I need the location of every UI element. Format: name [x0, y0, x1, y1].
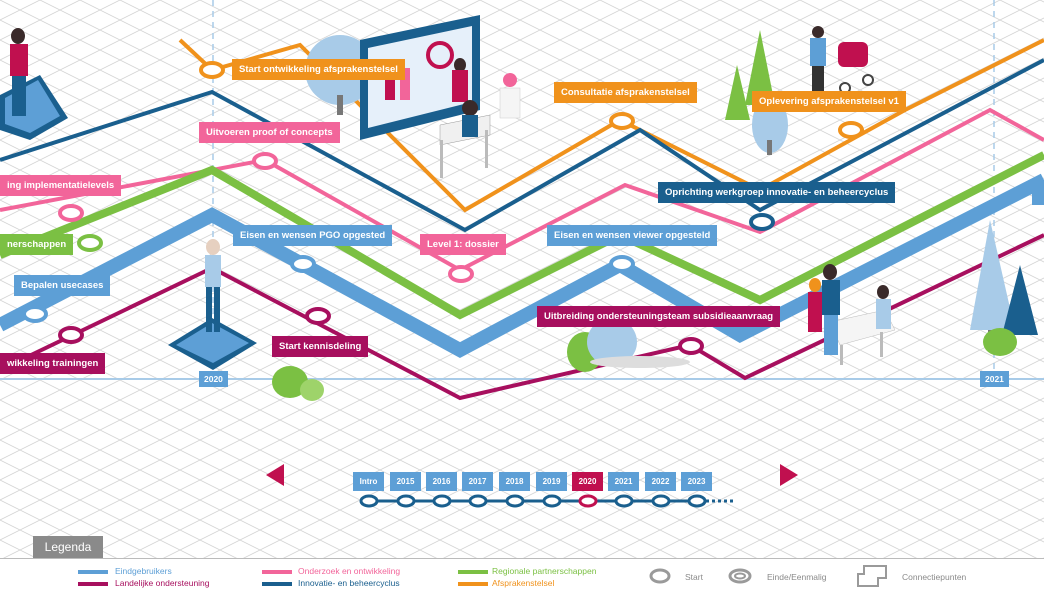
legend-label-afsprakenstelsel: Afsprakenstelsel — [492, 578, 555, 588]
label-oplevering[interactable]: Oplevering afsprakenstelsel v1 — [752, 91, 906, 112]
legend-label-onderzoek: Onderzoek en ontwikkeling — [298, 566, 401, 576]
milestone-kennisdeling[interactable] — [305, 307, 331, 325]
year-ring-intro[interactable] — [359, 494, 379, 508]
label-eisen-viewer[interactable]: Eisen en wensen viewer opgesteld — [547, 225, 718, 246]
label-usecases[interactable]: Bepalen usecases — [14, 275, 111, 296]
label-start-ontwikkeling[interactable]: Start ontwikkeling afsprakenstelsel — [232, 59, 405, 80]
legend-label-start: Start — [685, 572, 703, 582]
legend-label-landelijke: Landelijke ondersteuning — [115, 578, 210, 588]
nav-year-2023[interactable]: 2023 — [681, 472, 712, 491]
lane-regionale-partnerschappen — [0, 151, 1044, 320]
milestone-consultatie[interactable] — [609, 112, 635, 130]
milestone-eisen-pgo[interactable] — [290, 255, 316, 273]
milestone-uitvoeren-poc[interactable] — [252, 152, 278, 170]
label-uitbreiding[interactable]: Uitbreiding ondersteuningsteam subsidiea… — [537, 306, 781, 327]
ring-start-icon — [649, 568, 671, 584]
year-marker-2021: 2021 — [980, 371, 1009, 387]
label-start-kennisdeling[interactable]: Start kennisdeling — [272, 336, 369, 357]
illustration-trees-right — [970, 180, 1044, 356]
legend-label-eindgebruikers: Eindgebruikers — [115, 566, 172, 576]
legend-tab[interactable]: Legenda — [33, 536, 103, 558]
milestone-level1[interactable] — [448, 265, 474, 283]
year-ring-2022[interactable] — [651, 494, 671, 508]
illustration-bushes-center — [272, 318, 690, 401]
legend-swatch-regionale — [458, 570, 488, 574]
illustration-person-topleft — [0, 28, 68, 140]
label-uitvoeren-poc[interactable]: Uitvoeren proof of concepts — [199, 122, 340, 143]
lane-afsprakenstelsel — [178, 38, 1044, 213]
legend-label-regionale: Regionale partnerschappen — [492, 566, 597, 576]
illustration-consult-group — [808, 264, 896, 365]
milestone-implementatie[interactable] — [58, 204, 84, 222]
legend-label-connectiepunten: Connectiepunten — [902, 572, 967, 582]
nav-year-intro[interactable]: Intro — [353, 472, 384, 491]
label-partnerschappen[interactable]: nerschappen — [0, 234, 74, 255]
label-oprichting-werkgroep[interactable]: Oprichting werkgroep innovatie- en behee… — [658, 182, 896, 203]
milestone-trainingen[interactable] — [58, 326, 84, 344]
milestone-eisen-viewer[interactable] — [609, 255, 635, 273]
nav-year-2017[interactable]: 2017 — [462, 472, 493, 491]
milestone-usecases[interactable] — [22, 305, 48, 323]
lane-landelijke-ondersteuning — [0, 233, 1044, 401]
next-year-arrow-icon[interactable] — [780, 464, 798, 486]
milestone-start-ontwikkeling[interactable] — [199, 61, 225, 79]
nav-year-2015[interactable]: 2015 — [390, 472, 421, 491]
year-ring-2019[interactable] — [542, 494, 562, 508]
year-marker-2020: 2020 — [199, 371, 228, 387]
year-ring-2015[interactable] — [396, 494, 416, 508]
illustration-screen-team — [305, 15, 521, 178]
year-ring-2020[interactable] — [578, 494, 598, 508]
nav-year-2018[interactable]: 2018 — [499, 472, 530, 491]
year-ring-2018[interactable] — [505, 494, 525, 508]
label-level1[interactable]: Level 1: dossier — [420, 234, 506, 255]
milestone-uitbreiding[interactable] — [678, 337, 704, 355]
prev-year-arrow-icon[interactable] — [266, 464, 284, 486]
legend-swatch-onderzoek — [262, 570, 292, 574]
legend-swatch-innovatie — [262, 582, 292, 586]
year-rings-track — [359, 494, 735, 508]
ring-end-icon — [728, 568, 752, 584]
nav-year-2021[interactable]: 2021 — [608, 472, 639, 491]
label-implementatieniveaus[interactable]: ing implementatielevels — [0, 175, 122, 196]
year-ring-2017[interactable] — [468, 494, 488, 508]
nav-year-2020[interactable]: 2020 — [572, 472, 603, 491]
year-ring-2016[interactable] — [432, 494, 452, 508]
legend-bar: Eindgebruikers Landelijke ondersteuning … — [0, 558, 1044, 590]
year-ring-2021[interactable] — [614, 494, 634, 508]
milestone-oplevering[interactable] — [838, 121, 864, 139]
nav-year-2022[interactable]: 2022 — [645, 472, 676, 491]
label-eisen-pgo[interactable]: Eisen en wensen PGO opgested — [233, 225, 393, 246]
nav-year-2019[interactable]: 2019 — [536, 472, 567, 491]
connection-point-icon — [857, 565, 887, 587]
legend-swatch-landelijke — [78, 582, 108, 586]
label-trainingen[interactable]: wikkeling trainingen — [0, 353, 106, 374]
illustration-person-tablet-left — [168, 239, 257, 370]
legend-label-einde: Einde/Eenmalig — [767, 572, 827, 582]
legend-label-innovatie: Innovatie- en beheercyclus — [298, 578, 400, 588]
milestone-oprichting-werkgroep[interactable] — [749, 213, 775, 231]
milestone-partnerschappen[interactable] — [77, 234, 103, 252]
year-ring-2023[interactable] — [687, 494, 707, 508]
legend-swatch-eindgebruikers — [78, 570, 108, 574]
label-consultatie[interactable]: Consultatie afsprakenstelsel — [554, 82, 697, 103]
legend-swatch-afsprakenstelsel — [458, 582, 488, 586]
nav-year-2016[interactable]: 2016 — [426, 472, 457, 491]
